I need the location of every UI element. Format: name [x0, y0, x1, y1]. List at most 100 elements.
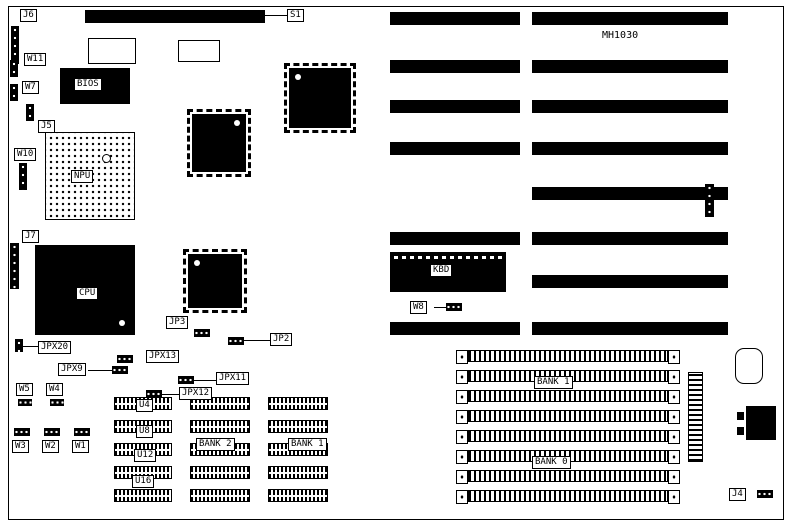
label-j6: J6 [20, 9, 37, 22]
connector-j6 [11, 26, 19, 64]
expansion-slot-bar [390, 322, 520, 335]
label-bank1-dip: BANK 1 [288, 438, 327, 451]
connector-w11 [10, 60, 18, 77]
cpu-pin1-marker [119, 320, 125, 326]
slot-s1-bar [85, 10, 265, 23]
dip-socket [268, 489, 328, 502]
power-connector [746, 406, 776, 440]
dip-socket [268, 420, 328, 433]
jumper-jp3 [194, 329, 210, 337]
jumper-w3 [14, 428, 30, 436]
expansion-slot-bar [532, 322, 728, 335]
label-npu: NPU [71, 170, 94, 183]
expansion-slot-bar [390, 142, 520, 155]
label-j7: J7 [22, 230, 39, 243]
simm-socket [456, 470, 680, 484]
jumper-w5 [18, 399, 32, 406]
label-w5: W5 [16, 383, 33, 396]
label-w10: W10 [14, 148, 37, 161]
label-jpx12: JPX12 [179, 387, 213, 400]
leader-line-jpx12 [162, 394, 179, 395]
leader-line-jp2 [244, 340, 270, 341]
label-j5: J5 [38, 120, 55, 133]
leader-line-jpx11 [194, 380, 216, 381]
dip-socket [190, 489, 250, 502]
simm-socket [456, 410, 680, 424]
connector-j5 [26, 104, 34, 121]
component-outline [178, 40, 220, 62]
label-w2: W2 [42, 440, 59, 453]
label-jpx9: JPX9 [58, 363, 86, 376]
leader-line-jpx9 [88, 370, 112, 371]
expansion-slot-bar [390, 60, 520, 73]
qfp-pin1-marker [234, 120, 240, 126]
label-u12: U12 [134, 449, 157, 462]
label-kbd: KBD [430, 264, 453, 277]
label-s1: S1 [287, 9, 304, 22]
power-connector-tab [737, 412, 744, 420]
dip-socket [190, 420, 250, 433]
resistor-pack [688, 372, 703, 462]
jumper-jpx20 [15, 339, 23, 352]
label-bios: BIOS [74, 78, 102, 91]
dip-socket [190, 397, 250, 410]
label-w8: W8 [410, 301, 427, 314]
connector-w10 [19, 163, 27, 190]
jumper-jp2 [228, 337, 244, 345]
jumper-jpx11 [178, 376, 194, 384]
simm-socket [456, 350, 680, 364]
edge-connector [705, 184, 714, 217]
label-bank2: BANK 2 [196, 438, 235, 451]
dip-socket [114, 489, 172, 502]
label-jp3: JP3 [166, 316, 189, 329]
dip-socket [190, 466, 250, 479]
label-jp2: JP2 [270, 333, 293, 346]
jumper-jpx12 [146, 390, 162, 398]
label-u8: U8 [136, 425, 153, 438]
dip-socket [268, 466, 328, 479]
label-bank1-simm: BANK 1 [534, 376, 573, 389]
jumper-j4 [757, 490, 773, 498]
label-w11: W11 [24, 53, 47, 66]
qfp-pin1-marker [295, 74, 301, 80]
expansion-slot-bar [390, 100, 520, 113]
jumper-w8 [446, 303, 462, 311]
expansion-slot-bar [390, 232, 520, 245]
expansion-slot-bar [532, 142, 728, 155]
jumper-w4 [50, 399, 64, 406]
expansion-slot-bar [532, 232, 728, 245]
connector-w7 [10, 84, 18, 101]
battery [735, 348, 763, 384]
leader-line-w8 [434, 307, 446, 308]
expansion-slot-bar [532, 100, 728, 113]
qfp-pin1-marker [194, 260, 200, 266]
board-model: MH1030 [602, 30, 639, 41]
dip-socket [268, 397, 328, 410]
label-u16: U16 [132, 475, 155, 488]
expansion-slot-bar [532, 187, 728, 200]
expansion-slot-bar [532, 275, 728, 288]
label-w4: W4 [46, 383, 63, 396]
expansion-slot-bar [532, 60, 728, 73]
label-j4: J4 [729, 488, 746, 501]
leader-line-s1 [265, 15, 287, 16]
component-outline [88, 38, 136, 64]
label-bank0: BANK 0 [532, 456, 571, 469]
label-jpx11: JPX11 [216, 372, 250, 385]
label-w1: W1 [72, 440, 89, 453]
npu-pin1-marker [102, 154, 111, 163]
jumper-jpx9 [112, 366, 128, 374]
expansion-slot-bar [532, 12, 728, 25]
jumper-jpx13 [117, 355, 133, 363]
jumper-w2 [44, 428, 60, 436]
label-jpx20: JPX20 [38, 341, 72, 354]
expansion-slot-bar [390, 12, 520, 25]
leader-line-jpx20 [23, 346, 38, 347]
board-outline [8, 6, 784, 520]
connector-j7 [10, 243, 19, 289]
label-w3: W3 [12, 440, 29, 453]
label-w7: W7 [22, 81, 39, 94]
simm-socket [456, 430, 680, 444]
jumper-w1 [74, 428, 90, 436]
